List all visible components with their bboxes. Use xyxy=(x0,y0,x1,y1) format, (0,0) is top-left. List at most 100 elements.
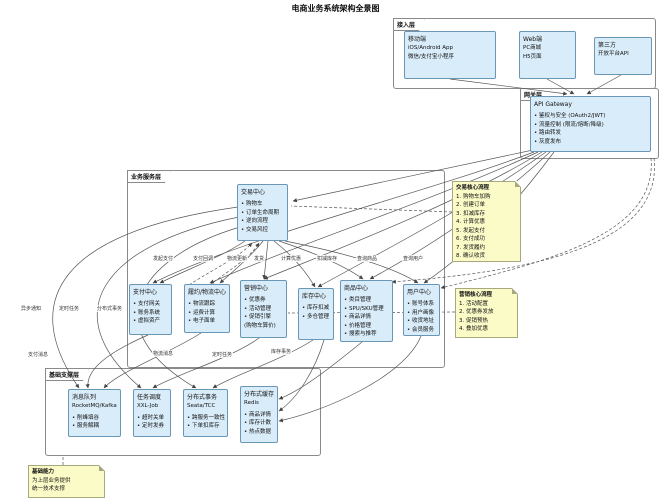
node-item: 超时关单 xyxy=(137,414,167,423)
node-item: 运费计算 xyxy=(188,309,226,318)
note-line: 4. 叠加优惠 xyxy=(459,326,488,333)
node-title: 分布式缓存 xyxy=(244,391,275,398)
node-item: 购物车 xyxy=(241,200,284,209)
edge-label-query-product: 查询商品 xyxy=(356,255,379,262)
note-line: 为上层业务提供 xyxy=(32,477,71,484)
node-title: 商品中心 xyxy=(344,285,369,292)
node-item: 活动管理 xyxy=(244,305,283,314)
note-line: 2. 优惠券发放 xyxy=(459,309,494,316)
node-line: H5页面 xyxy=(523,53,542,60)
edge-label-scheduled-task-2: 定时任务 xyxy=(211,351,234,358)
node-item: 促销引擎 xyxy=(244,313,283,322)
node-mobile-client: 移动端 iOS/Android App 微信/支付宝小程序 xyxy=(404,31,496,79)
node-subtitle: RocketMQ/Kafka xyxy=(72,403,117,410)
note-line: 4. 计算优惠 xyxy=(456,219,485,226)
edge-label-async-notify: 异步通知 xyxy=(20,305,43,312)
node-item: 定时发券 xyxy=(137,422,167,431)
node-subtitle: Seata/TCC xyxy=(187,403,216,410)
node-item: 服务解耦 xyxy=(72,422,117,431)
node-item: 商品详情 xyxy=(344,313,389,322)
edge-label-calc-discount: 计算优惠 xyxy=(280,255,303,262)
note-marketing-core-flow: 营销核心流程 1. 活动配置 2. 优惠券发放 3. 促销预热 4. 叠加优惠 xyxy=(455,288,518,338)
edge-label-scheduled-task: 定时任务 xyxy=(58,305,81,312)
node-item: SPU/SKU管理 xyxy=(344,305,389,314)
node-fulfillment-center: 履约/物流中心 物流跟踪 运费计算 电子面单 xyxy=(184,284,230,333)
note-title: 基础能力 xyxy=(32,469,55,475)
note-line: 5. 发起支付 xyxy=(456,227,485,234)
note-title: 交易核心流程 xyxy=(456,185,490,191)
node-item: 库存扣减 xyxy=(302,304,330,313)
node-inventory-center: 库存中心 库存扣减 多仓管理 xyxy=(298,288,334,340)
edge-label-query-user: 查询用户 xyxy=(402,255,425,262)
edge-label-distributed-tx: 分布式事务 xyxy=(96,305,124,312)
node-line: 微信/支付宝小程序 xyxy=(408,53,454,60)
node-web-client: Web端 PC商城 H5页面 xyxy=(519,31,576,79)
node-item: 跨服务一致性 xyxy=(187,414,225,423)
note-trade-core-flow: 交易核心流程 1. 购物车加购 2. 创建订单 3. 扣减库存 4. 计算优惠 … xyxy=(452,181,521,262)
node-item: 订单生命周期 xyxy=(241,209,284,218)
note-line: 2. 创建订单 xyxy=(456,202,485,209)
node-api-gateway: API Gateway 鉴权与安全 (OAuth2/JWT) 流量控制 (限流/… xyxy=(530,96,651,152)
node-item: 价格管理 xyxy=(344,322,389,331)
node-title: API Gateway xyxy=(534,101,572,108)
note-line: 3. 扣减库存 xyxy=(456,210,485,217)
node-line: 开放平台API xyxy=(598,51,629,58)
node-item: 电子面单 xyxy=(188,317,226,326)
diagram-title: 电商业务系统架构全景图 xyxy=(291,4,380,13)
edge-label-payment-callback: 支付回调 xyxy=(192,255,215,262)
node-title: Web端 xyxy=(523,36,543,43)
node-item: 物流跟踪 xyxy=(188,300,226,309)
node-product-center: 商品中心 类目管理 SPU/SKU管理 商品详情 价格管理 搜索与推荐 xyxy=(340,280,393,342)
edge-label-logistics-message: 物流消息 xyxy=(152,350,175,357)
note-line: 7. 发货履约 xyxy=(456,244,485,251)
node-item: 下单扣库存 xyxy=(187,422,224,431)
note-line: 3. 促销预热 xyxy=(459,317,488,324)
node-item: 多仓管理 xyxy=(302,313,330,322)
node-item: 优惠券 xyxy=(244,296,283,305)
node-item: 支付网关 xyxy=(133,300,168,309)
node-item: 会员服务 xyxy=(407,326,436,335)
node-item: 商品详情 xyxy=(244,411,274,420)
node-subtitle: XXL-Job xyxy=(137,403,159,410)
node-item: (购物车算价) xyxy=(244,322,276,329)
node-item: 灰度发布 xyxy=(534,138,647,147)
node-distributed-cache: 分布式缓存 Redis 商品详情 库存计数 热点数据 xyxy=(240,386,278,443)
node-item: 虚拟资产 xyxy=(133,317,168,326)
node-payment-center: 支付中心 支付网关 账务系统 虚拟资产 xyxy=(129,284,172,335)
node-item: 热点数据 xyxy=(244,428,274,437)
edge-label-logistics-update: 物流更新 xyxy=(226,255,249,262)
node-item: 削峰填谷 xyxy=(72,414,117,423)
edge-label-deduct-stock: 扣减库存 xyxy=(316,255,339,262)
node-title: 分布式事务 xyxy=(187,394,218,401)
note-basic-capability: 基础能力 为上层业务提供 统一技术支撑 xyxy=(28,465,105,498)
node-title: 任务调度 xyxy=(137,394,162,401)
node-line: PC商城 xyxy=(523,45,542,52)
node-title: 履约/物流中心 xyxy=(188,289,227,296)
node-item: 路由转发 xyxy=(534,129,647,138)
node-item: 收货地址 xyxy=(407,317,436,326)
note-title: 营销核心流程 xyxy=(459,292,493,298)
node-item: 账号体系 xyxy=(407,300,436,309)
node-title: 用户中心 xyxy=(407,289,432,296)
node-subtitle: Redis xyxy=(244,400,259,407)
node-third-party: 第三方 开放平台API xyxy=(594,37,652,75)
node-item: 鉴权与安全 (OAuth2/JWT) xyxy=(534,112,647,121)
node-item: 库存计数 xyxy=(244,419,274,428)
node-line: iOS/Android App xyxy=(408,45,453,52)
edge-label-initiate-payment: 发起支付 xyxy=(152,255,175,262)
edge-label-inventory-tx: 库存事务 xyxy=(270,348,293,355)
node-user-center: 用户中心 账号体系 用户画像 收货地址 会员服务 xyxy=(403,284,440,336)
note-line: 1. 活动配置 xyxy=(459,300,488,307)
edge-label-ship: 发货 xyxy=(253,255,266,262)
note-line: 6. 支付成功 xyxy=(456,236,485,243)
node-title: 消息队列 xyxy=(72,394,97,401)
node-title: 支付中心 xyxy=(133,289,158,296)
node-item: 账务系统 xyxy=(133,309,168,318)
node-item: 搜索与推荐 xyxy=(344,330,389,339)
node-title: 交易中心 xyxy=(241,189,266,196)
node-title: 第三方 xyxy=(598,42,617,49)
node-message-queue: 消息队列 RocketMQ/Kafka 削峰填谷 服务解耦 xyxy=(68,389,121,437)
node-item: 流量控制 (限流/熔断/降级) xyxy=(534,121,647,130)
node-trade-center: 交易中心 购物车 订单生命周期 逆向流程 交易风控 xyxy=(237,184,288,241)
note-line: 1. 购物车加购 xyxy=(456,193,491,200)
